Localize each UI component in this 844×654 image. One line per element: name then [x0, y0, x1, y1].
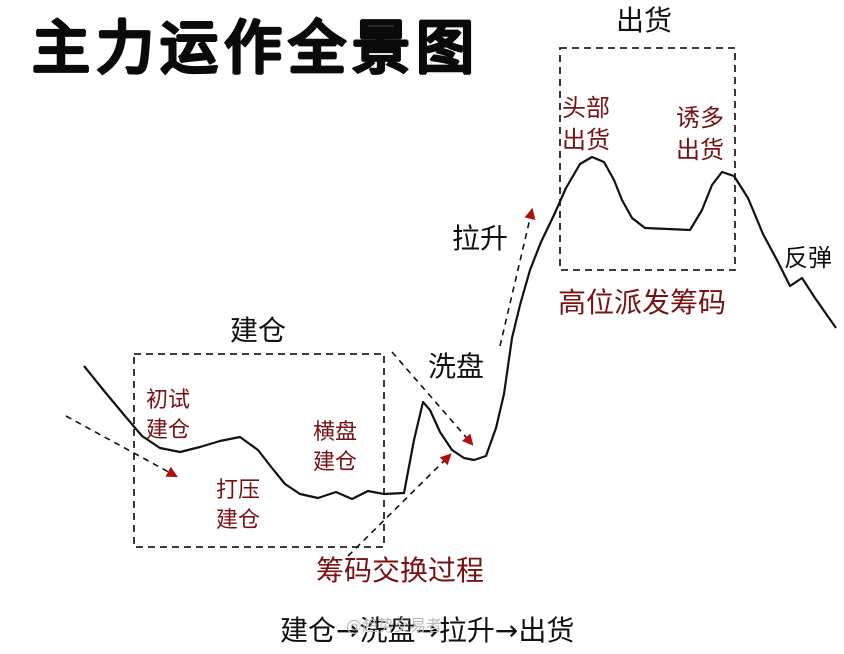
- sideways-build-note-line2: 建仓: [313, 449, 358, 475]
- sideways-build-note: 横盘 建仓: [313, 418, 357, 477]
- high-distribution-caption: 高位派发筹码: [558, 286, 727, 319]
- initial-build-note-line2: 建仓: [146, 417, 191, 443]
- washout-arrow: [391, 351, 474, 446]
- initial-build-note-line1: 初试: [146, 388, 191, 413]
- lure-distribute-note-line1: 诱多: [676, 104, 724, 132]
- entry-arrow: [65, 415, 178, 478]
- top-distribute-note-line2: 出货: [562, 126, 610, 155]
- suppress-build-note: 打压 建仓: [216, 476, 260, 535]
- chip-exchange-caption: 筹码交换过程: [316, 554, 485, 587]
- suppress-build-note-line2: 建仓: [216, 507, 261, 533]
- suppress-build-note-line1: 打压: [216, 478, 261, 503]
- top-distribute-note: 头部 出货: [562, 92, 610, 157]
- pullup-label: 拉升: [452, 222, 509, 255]
- distribute-box-label: 出货: [616, 4, 673, 37]
- build-dashed-box: [133, 353, 385, 548]
- sideways-build-note-line1: 横盘: [313, 420, 358, 445]
- distribute-dashed-box: [559, 47, 736, 271]
- rebound-label: 反弹: [784, 244, 832, 272]
- chip-exchange-arrow: [347, 453, 452, 557]
- lure-distribute-note-line2: 出货: [676, 136, 724, 165]
- top-distribute-note-line1: 头部: [562, 94, 610, 122]
- lure-distribute-note: 诱多 出货: [676, 102, 724, 167]
- flow-summary: 建仓→洗盘→拉升→出货: [280, 614, 575, 647]
- build-box-label: 建仓: [230, 314, 287, 347]
- initial-build-note: 初试 建仓: [146, 386, 190, 445]
- watermark: @趋势交易者: [346, 616, 443, 635]
- pullup-arrow: [499, 207, 536, 347]
- washout-label: 洗盘: [428, 350, 485, 383]
- page-title: 主力运作全景图: [32, 14, 481, 82]
- price-curve: [83, 155, 837, 501]
